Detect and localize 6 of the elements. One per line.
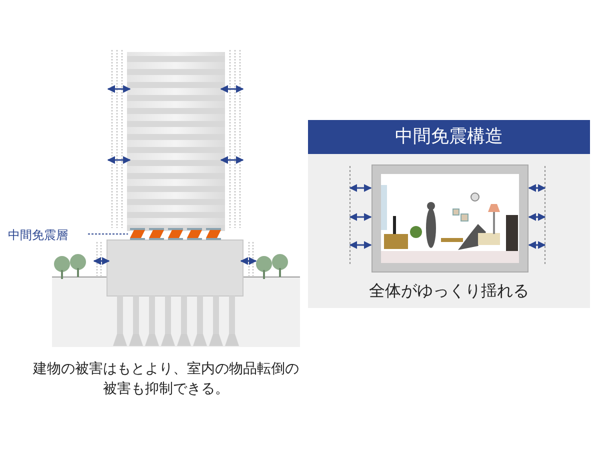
seismic-isolator-drawing	[128, 228, 222, 240]
title-band: 中間免震構造	[308, 120, 590, 154]
panel-background	[308, 120, 590, 308]
caption-text: 建物の被害はもとより、室内の物品転倒の被害も抑制できる。	[32, 360, 300, 399]
layer-label: 中間免震層	[8, 226, 86, 244]
caption-text: 全体がゆっくり揺れる	[368, 280, 530, 302]
